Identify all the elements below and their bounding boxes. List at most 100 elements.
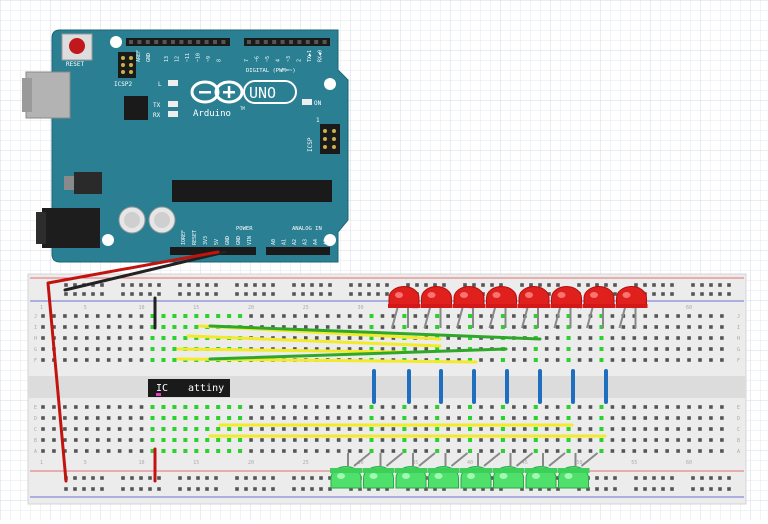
mounting-hole xyxy=(324,234,336,246)
breadboard-hole xyxy=(610,405,615,409)
header-pin xyxy=(255,40,260,44)
red-led[interactable] xyxy=(485,286,518,329)
green-led[interactable] xyxy=(427,452,469,489)
red-led[interactable] xyxy=(453,286,485,329)
analog-pin-label: A1 xyxy=(282,239,288,245)
green-led[interactable] xyxy=(330,452,371,489)
connected-hole xyxy=(599,358,604,362)
breadboard-hole xyxy=(523,347,527,351)
breadboard-rail-hole xyxy=(253,487,257,491)
row-letter: I xyxy=(737,325,740,331)
breadboard-hole xyxy=(709,405,713,409)
breadboard-rail-hole xyxy=(634,476,638,480)
connected-hole xyxy=(566,325,571,329)
breadboard-hole xyxy=(380,314,385,318)
breadboard-rail-hole xyxy=(652,487,656,491)
breadboard-hole xyxy=(654,358,658,362)
connected-hole xyxy=(205,449,210,453)
breadboard-rail-hole xyxy=(691,283,695,287)
breadboard-rail-hole xyxy=(178,487,182,491)
red-led[interactable] xyxy=(615,286,648,329)
breadboard-rail-hole xyxy=(157,292,161,296)
column-number: 25 xyxy=(303,305,309,311)
breadboard-rail-hole xyxy=(727,292,731,296)
breadboard-hole xyxy=(610,416,615,420)
breadboard-hole xyxy=(106,314,111,318)
column-number: 15 xyxy=(193,305,199,311)
connected-hole xyxy=(238,449,243,453)
breadboard-hole xyxy=(117,314,122,318)
green-led[interactable] xyxy=(395,452,436,489)
breadboard-hole xyxy=(128,336,133,340)
breadboard-hole xyxy=(577,336,582,340)
green-led[interactable] xyxy=(492,452,534,489)
breadboard-rail-hole xyxy=(547,292,551,296)
breadboard-hole xyxy=(271,416,275,420)
breadboard-hole xyxy=(654,336,658,340)
breadboard-hole xyxy=(74,416,78,420)
breadboard-hole xyxy=(643,325,648,329)
wires[interactable] xyxy=(46,250,608,483)
breadboard-rail-hole xyxy=(499,283,503,287)
breadboard-rail-hole xyxy=(586,487,590,491)
wire-green[interactable] xyxy=(208,324,542,341)
wire-red-5v[interactable] xyxy=(46,250,220,483)
breadboard-rail-hole xyxy=(358,292,362,296)
connected-hole xyxy=(238,438,243,442)
breadboard-hole xyxy=(479,438,483,442)
breadboard-rail-hole xyxy=(82,292,86,296)
breadboard-rail-hole xyxy=(700,476,704,480)
breadboard-hole xyxy=(85,347,89,351)
breadboard-center-channel xyxy=(28,376,746,398)
wire-black-gnd[interactable] xyxy=(63,250,227,292)
red-led[interactable] xyxy=(583,286,615,329)
red-led[interactable] xyxy=(518,286,550,329)
breadboard-hole xyxy=(282,438,286,442)
reset-button-cap[interactable] xyxy=(69,38,85,54)
red-led[interactable] xyxy=(550,286,583,329)
breadboard-hole xyxy=(95,427,100,431)
green-led[interactable] xyxy=(362,452,404,489)
digital-pin-label: 12 xyxy=(175,56,181,62)
breadboard-rail-hole xyxy=(538,487,542,491)
attiny-chip[interactable]: IC attiny xyxy=(148,379,230,397)
breadboard-hole xyxy=(544,347,549,351)
connected-hole xyxy=(468,416,473,420)
green-led[interactable] xyxy=(525,452,566,489)
connected-hole xyxy=(402,427,407,431)
breadboard-hole xyxy=(698,416,702,420)
analog-header xyxy=(266,247,330,255)
breadboard-rail-hole xyxy=(490,476,494,480)
breadboard-rail-hole xyxy=(442,283,446,287)
green-led[interactable] xyxy=(557,452,599,489)
wire-green[interactable] xyxy=(208,347,508,361)
breadboard-rail-hole xyxy=(292,487,296,491)
breadboard-hole xyxy=(555,325,560,329)
breadboard-hole xyxy=(512,438,516,442)
red-led[interactable] xyxy=(388,286,420,329)
breadboard-hole xyxy=(457,405,461,409)
breadboard-rail-hole xyxy=(349,487,353,491)
breadboard-rail-hole xyxy=(301,292,305,296)
breadboard-rail-hole xyxy=(691,487,695,491)
usb-connector-lip xyxy=(22,78,32,112)
connected-hole xyxy=(227,416,232,420)
breadboard-rail-hole xyxy=(301,487,305,491)
breadboard-rail-hole xyxy=(595,476,599,480)
breadboard-hole xyxy=(139,336,144,340)
breadboard-rail-hole xyxy=(670,283,674,287)
connected-hole xyxy=(238,427,243,431)
breadboard-hole xyxy=(555,416,560,420)
breadboard-rail-hole xyxy=(157,476,161,480)
red-led-row xyxy=(388,286,648,329)
breadboard-rail-hole xyxy=(157,283,161,287)
red-led[interactable] xyxy=(420,286,453,329)
breadboard-rail-hole xyxy=(310,283,314,287)
wire-yellow[interactable] xyxy=(186,334,442,348)
wire-yellow[interactable] xyxy=(176,347,406,354)
power-pin-label: GND xyxy=(236,236,242,245)
green-led[interactable] xyxy=(460,452,501,489)
